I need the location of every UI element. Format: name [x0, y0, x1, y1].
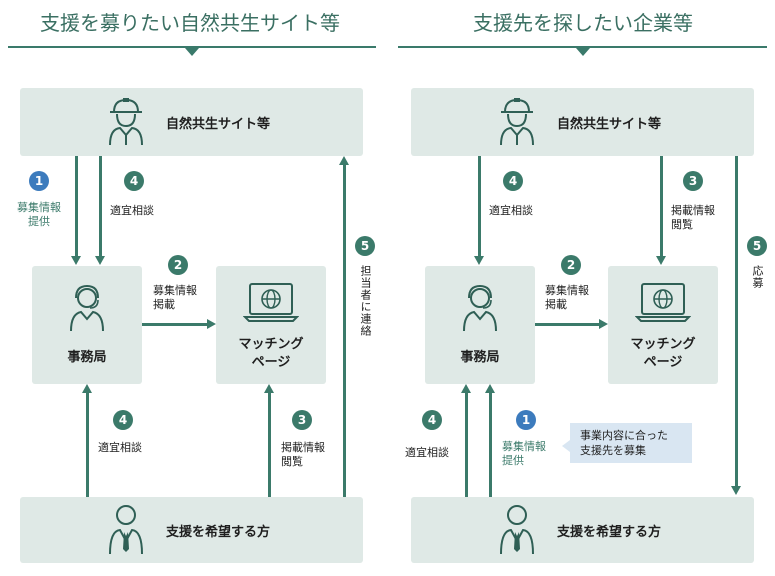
left-top-box: 自然共生サイト等 — [20, 88, 363, 156]
left-step2-label-2: 掲載 — [153, 298, 175, 311]
right-bottom-box-label: 支援を希望する方 — [557, 525, 662, 540]
right-step2-badge: 2 — [561, 255, 581, 275]
right-matching-label-1: マッチング — [630, 337, 696, 352]
right-step5-label: 応募 — [751, 265, 764, 289]
left-arrow-4b-line — [86, 393, 89, 497]
left-arrow-1-head — [71, 256, 81, 265]
left-step1-badge: 1 — [29, 171, 49, 191]
right-office-label: 事務局 — [460, 350, 500, 365]
right-step2-label-1: 募集情報 — [545, 284, 589, 297]
right-title: 支援先を探したい企業等 — [473, 11, 693, 35]
right-title-rule — [398, 46, 767, 48]
left-title: 支援を募りたい自然共生サイト等 — [40, 11, 340, 35]
left-step1-label-2: 提供 — [28, 215, 50, 228]
right-step1-label-1: 募集情報 — [502, 440, 546, 453]
right-step2-label-2: 掲載 — [545, 298, 567, 311]
right-matching-box: マッチング ページ — [608, 266, 718, 384]
right-step1-label-2: 提供 — [502, 454, 524, 467]
left-arrow-5-head — [339, 156, 349, 165]
left-title-rule — [8, 46, 376, 48]
office-staff-headset-icon — [463, 284, 497, 332]
right-step1-badge: 1 — [516, 410, 536, 430]
left-matching-label-1: マッチング — [238, 337, 304, 352]
right-step5-badge: 5 — [747, 236, 767, 256]
right-arrow-1-line — [489, 393, 492, 497]
right-arrow-4-head — [474, 256, 484, 265]
left-step2-badge: 2 — [168, 255, 188, 275]
right-arrow-5-head — [731, 486, 741, 495]
left-top-box-label: 自然共生サイト等 — [166, 117, 271, 132]
right-step3-label-2: 閲覧 — [671, 218, 693, 231]
person-in-suit-icon — [500, 505, 534, 555]
left-matching-label-2: ページ — [251, 355, 291, 370]
right-arrow-2-head — [599, 319, 608, 329]
right-arrow-1-head — [485, 384, 495, 393]
right-step3-label-1: 掲載情報 — [671, 204, 715, 217]
left-step2-label-1: 募集情報 — [153, 284, 197, 297]
left-step3-badge: 3 — [292, 410, 312, 430]
right-arrow-4b-head — [461, 384, 471, 393]
left-arrow-4-line — [99, 156, 102, 256]
left-arrow-4b-head — [82, 384, 92, 393]
laptop-globe-icon — [243, 283, 299, 322]
left-step4b-badge: 4 — [113, 410, 133, 430]
right-arrow-4b-line — [465, 393, 468, 497]
right-bottom-box: 支援を希望する方 — [411, 497, 754, 563]
right-arrow-4-line — [478, 156, 481, 256]
left-title-caret — [185, 48, 199, 56]
left-step3-label-1: 掲載情報 — [281, 441, 325, 454]
right-arrow-5-line — [735, 156, 738, 486]
left-step4b-label: 適宜相談 — [98, 441, 142, 454]
laptop-globe-icon — [635, 283, 691, 322]
left-arrow-1-line — [75, 156, 78, 256]
left-step3-label-2: 閲覧 — [281, 455, 303, 468]
right-office-box: 事務局 — [425, 266, 535, 384]
left-arrow-2-line — [142, 323, 208, 326]
right-step4b-badge: 4 — [422, 410, 442, 430]
right-step3-badge: 3 — [683, 171, 703, 191]
left-step1-label-1: 募集情報 — [17, 201, 61, 214]
left-step4-badge: 4 — [124, 171, 144, 191]
person-in-suit-icon — [109, 505, 143, 555]
right-step4-badge: 4 — [503, 171, 523, 191]
left-arrow-2-head — [207, 319, 216, 329]
worker-with-cap-icon — [500, 98, 534, 146]
left-bottom-box-label: 支援を希望する方 — [166, 525, 271, 540]
right-title-caret — [576, 48, 590, 56]
right-note-callout: 事業内容に合った 支援先を募集 — [570, 423, 692, 463]
left-matching-box: マッチング ページ — [216, 266, 326, 384]
worker-with-cap-icon — [109, 98, 143, 146]
left-office-label: 事務局 — [67, 350, 107, 365]
left-arrow-4-head — [95, 256, 105, 265]
right-top-box: 自然共生サイト等 — [411, 88, 754, 156]
left-step5-label: 担当者に連絡 — [359, 265, 372, 337]
right-top-box-label: 自然共生サイト等 — [557, 117, 662, 132]
left-arrow-5-line — [343, 165, 346, 497]
right-matching-label-2: ページ — [643, 355, 683, 370]
office-staff-headset-icon — [70, 284, 104, 332]
right-arrow-2-line — [535, 323, 600, 326]
right-step4b-label: 適宜相談 — [405, 446, 449, 459]
right-arrow-3-head — [656, 256, 666, 265]
right-note-pointer — [562, 440, 570, 452]
right-step4-label: 適宜相談 — [489, 204, 533, 217]
left-arrow-3-head — [264, 384, 274, 393]
left-office-box: 事務局 — [32, 266, 142, 384]
left-bottom-box: 支援を希望する方 — [20, 497, 363, 563]
right-arrow-3-line — [660, 156, 663, 256]
left-step5-badge: 5 — [355, 236, 375, 256]
left-step4-label: 適宜相談 — [110, 204, 154, 217]
left-arrow-3-line — [268, 393, 271, 497]
